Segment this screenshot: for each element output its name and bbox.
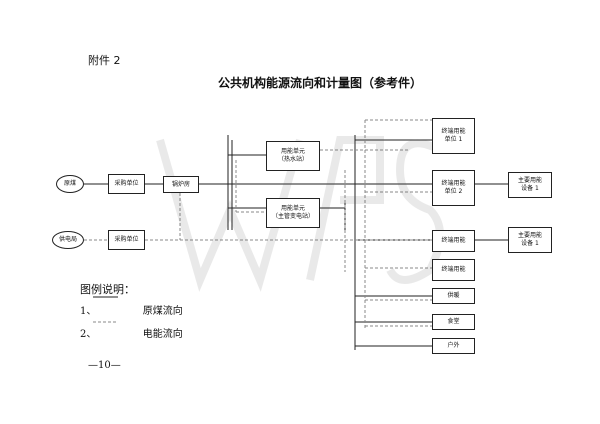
coal-source-node: 原煤 [56, 175, 84, 193]
page-number: —10— [88, 360, 121, 371]
legend-row-power: 2、 电能流向 [80, 325, 183, 340]
power-source-node: 供电局 [52, 231, 84, 249]
terminal-unit-3: 终端用能 [432, 230, 475, 252]
hot-water-unit: 用能单元 （热水站） [266, 141, 320, 171]
attachment-label: 附件 2 [88, 54, 121, 67]
terminal-unit-1: 终端用能 单位 1 [432, 118, 475, 154]
terminal-unit-2: 终端用能 单位 2 [432, 170, 475, 206]
legend-row-coal-label: 原煤流向 [142, 306, 183, 317]
canteen-node: 食堂 [432, 314, 475, 330]
legend-title: 图例说明： [80, 283, 135, 296]
legend-row-coal-prefix: 1、 [80, 306, 97, 317]
terminal-unit-4: 终端用能 [432, 259, 475, 281]
main-device-2: 主要用能 设备 1 [508, 227, 552, 253]
coal-purchase-unit: 采购单位 [108, 174, 145, 194]
legend-row-power-prefix: 2、 [80, 329, 97, 340]
legend-row-coal: 1、 原煤流向 [80, 302, 183, 317]
heating-node: 供暖 [432, 288, 475, 304]
page-title: 公共机构能源流向和计量图（参考件） [217, 76, 422, 90]
legend-row-power-label: 电能流向 [142, 329, 183, 340]
boiler-room-node: 锅炉房 [163, 176, 199, 193]
watermark-logo [156, 136, 444, 292]
main-device-1: 主要用能 设备 1 [508, 172, 552, 198]
substation-unit: 用能单元 （主管变电站） [266, 198, 320, 228]
power-purchase-unit: 采购单位 [108, 230, 145, 250]
outdoor-node: 户外 [432, 338, 475, 354]
